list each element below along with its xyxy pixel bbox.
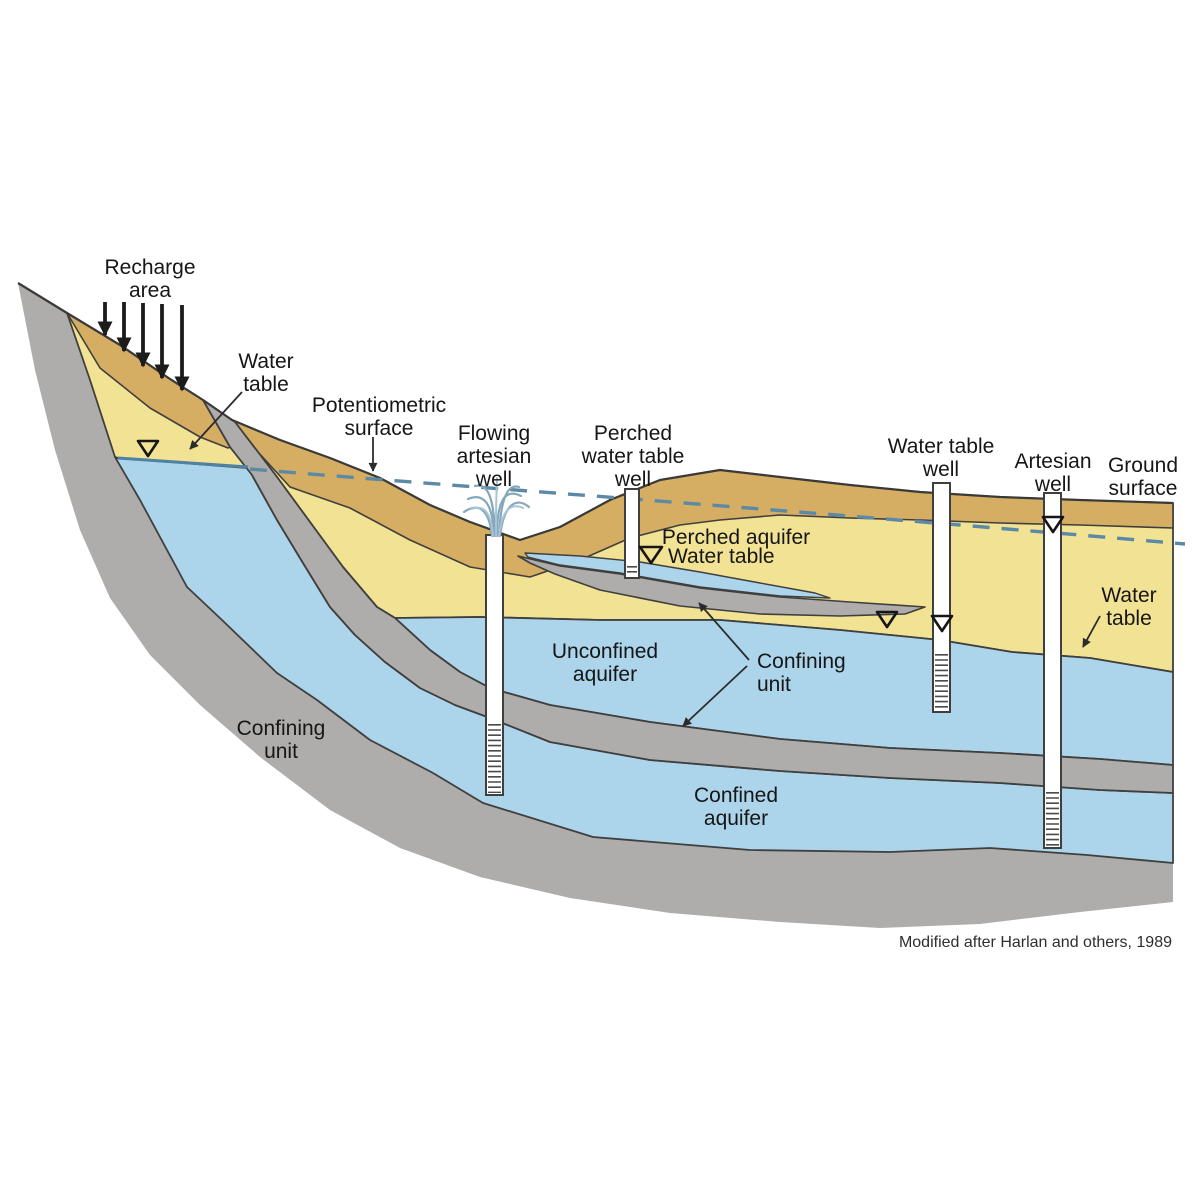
water-table-symbols: [136, 439, 1065, 633]
label-water-table-well: Water table well: [887, 435, 995, 481]
perched-water-table-triangle-icon: [638, 545, 664, 565]
water-table-triangle-icon: [875, 610, 899, 629]
well-water-level-triangle-icon: [930, 614, 954, 633]
confining-band-pointer: [682, 665, 748, 727]
confining-unit-middle-region: [202, 399, 1174, 794]
water-table-left-pointer: [189, 391, 243, 450]
label-confining-unit-middle: Confining unit: [757, 650, 846, 696]
label-flowing-artesian-well: Flowing artesian well: [456, 422, 532, 491]
label-perched-water-table: Water table: [668, 545, 775, 568]
artesian-well: [1043, 492, 1062, 849]
label-unconfined-aquifer: Unconfined aquifer: [551, 640, 659, 686]
label-recharge-area: Recharge area: [104, 256, 196, 302]
label-ground-surface: Ground surface: [1107, 454, 1179, 500]
label-confining-unit-lower: Confining unit: [236, 717, 326, 763]
label-water-table-right: Water table: [1101, 584, 1157, 630]
label-perched-water-table-well: Perched water table well: [581, 422, 685, 491]
water-table-well: [932, 482, 951, 713]
perched-confining-lens: [517, 555, 926, 617]
recharge-arrows-icon: [97, 302, 190, 392]
fountain-spray-icon: [462, 477, 531, 538]
artesian-head-triangle-icon: [1041, 515, 1065, 534]
label-perched-aquifer: Perched aquifer: [661, 526, 811, 549]
label-artesian-well: Artesian well: [1014, 450, 1092, 496]
label-confined-aquifer: Confined aquifer: [693, 784, 779, 830]
water-table-triangle-icon: [136, 439, 160, 458]
water-table-right-pointer: [1082, 615, 1101, 648]
label-potentiometric-surface: Potentiometric surface: [311, 394, 447, 440]
water-table-line-left: [117, 456, 249, 469]
perched-water-table-well: [624, 488, 640, 579]
confining-unit-lower-region: [18, 283, 1173, 928]
label-pointer-arrows: [189, 391, 1101, 727]
confining-lens-pointer: [698, 602, 750, 661]
attribution-text: Modified after Harlan and others, 1989: [898, 934, 1172, 951]
flowing-artesian-well: [462, 477, 531, 796]
potentiometric-surface-line: [249, 467, 1186, 546]
label-water-table-left: Water table: [238, 350, 294, 396]
